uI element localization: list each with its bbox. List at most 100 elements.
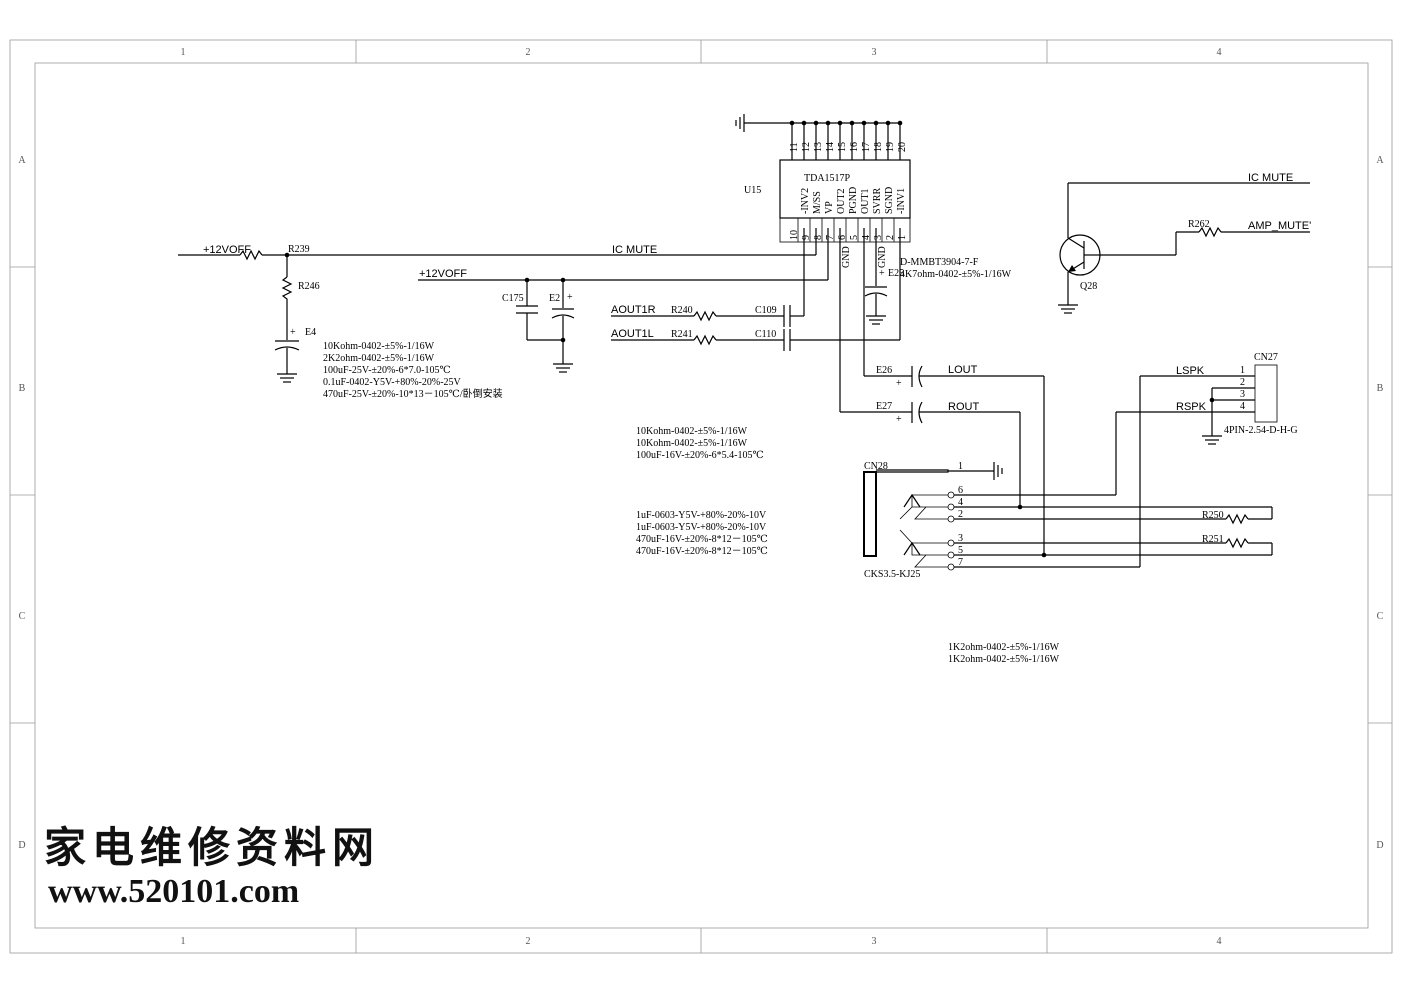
q28-label: Q28 bbox=[1080, 281, 1097, 292]
zone-col-1-bottom: 1 bbox=[181, 936, 186, 947]
ic-output-section: GND GND + E25 E26 + LOUT E27 + ROUT bbox=[839, 228, 1045, 555]
cn27-part: 4PIN-2.54-D-H-G bbox=[1224, 425, 1298, 436]
net-rout: ROUT bbox=[948, 401, 979, 413]
sheet-frame: 1 2 3 4 1 2 3 4 A B C D A B C D bbox=[9, 39, 1393, 954]
zone-row-c-left: C bbox=[19, 611, 26, 622]
note2-line-2: 10Kohm-0402-±5%-1/16W bbox=[636, 438, 748, 449]
r241-label: R241 bbox=[671, 329, 693, 340]
zone-col-2-top: 2 bbox=[526, 47, 531, 58]
u15-top-pin-19: 19 bbox=[885, 142, 896, 152]
u15-top-pin-14: 14 bbox=[825, 142, 836, 152]
c175-label: C175 bbox=[502, 293, 524, 304]
u15-pin-name-1: -INV2 bbox=[800, 188, 811, 214]
zone-col-1-top: 1 bbox=[181, 47, 186, 58]
cn28-pin-6: 6 bbox=[958, 485, 963, 496]
u15-pin-name-3: VP bbox=[824, 201, 835, 214]
note1-line-1: 10Kohm-0402-±5%-1/16W bbox=[323, 341, 435, 352]
note4-line-2: 1K2ohm-0402-±5%-1/16W bbox=[948, 654, 1060, 665]
cn28-label: CN28 bbox=[864, 461, 888, 472]
net-lspk: LSPK bbox=[1176, 365, 1205, 377]
u15-pin-name-6: OUT1 bbox=[860, 188, 871, 214]
e25-plus: + bbox=[879, 268, 885, 279]
e4-plus: + bbox=[290, 327, 296, 338]
r246-label: R246 bbox=[298, 281, 320, 292]
cn28-pin-7: 7 bbox=[958, 557, 963, 568]
net-12voff-a: +12VOFF bbox=[203, 244, 251, 256]
u15-part: TDA1517P bbox=[804, 173, 851, 184]
zone-row-b-left: B bbox=[19, 383, 26, 394]
r239-label: R239 bbox=[288, 244, 310, 255]
cn27-label: CN27 bbox=[1254, 352, 1278, 363]
u15-bottom-pin-10: 10 bbox=[789, 230, 800, 240]
net-ic-mute-b: IC MUTE bbox=[1248, 172, 1293, 184]
note2-line-3: 100uF-16V-±20%-6*5.4-105℃ bbox=[636, 450, 764, 461]
zone-col-4-bottom: 4 bbox=[1217, 936, 1222, 947]
u15-top-pin-18: 18 bbox=[873, 142, 884, 152]
u15-bottom-pin-8: 8 bbox=[813, 235, 824, 240]
cn28-pin-1: 1 bbox=[958, 461, 963, 472]
note-block-4: 1K2ohm-0402-±5%-1/16W 1K2ohm-0402-±5%-1/… bbox=[948, 642, 1060, 665]
zone-row-b-right: B bbox=[1377, 383, 1384, 394]
q28-part: D-MMBT3904-7-F bbox=[900, 257, 979, 268]
u15-bottom-pin-7: 7 bbox=[825, 235, 836, 240]
note3-line-3: 470uF-16V-±20%-8*12－105℃ bbox=[636, 534, 768, 545]
cn28-headphone-jack: CN28 1 6 4 2 3 5 7 R250 R251 bbox=[863, 461, 1273, 580]
u15-bottom-pin-9: 9 bbox=[801, 235, 812, 240]
net-aout1r: AOUT1R bbox=[611, 304, 656, 316]
cn27-pin-3: 3 bbox=[1240, 389, 1245, 400]
e25-label: E25 bbox=[888, 268, 904, 279]
u15-pin-name-7: SVRR bbox=[872, 188, 883, 214]
zone-col-2-bottom: 2 bbox=[526, 936, 531, 947]
u15-bottom-pin-3: 3 bbox=[873, 235, 884, 240]
zone-col-3-top: 3 bbox=[872, 47, 877, 58]
c110-label: C110 bbox=[755, 329, 776, 340]
u15-bottom-pin-6: 6 bbox=[837, 235, 848, 240]
zone-row-c-right: C bbox=[1377, 611, 1384, 622]
r262-label: R262 bbox=[1188, 219, 1210, 230]
watermark-cn: 家电维修资料网 bbox=[44, 823, 380, 872]
e2-plus: + bbox=[567, 292, 573, 303]
net-ic-mute-a: IC MUTE bbox=[612, 244, 657, 256]
u15-pin-name-9: -INV1 bbox=[896, 188, 907, 214]
u15-bottom-pin-1: 1 bbox=[897, 235, 908, 240]
cn27-pin-1: 1 bbox=[1240, 365, 1245, 376]
e2-label: E2 bbox=[549, 293, 560, 304]
note-block-3: 1uF-0603-Y5V-+80%-20%-10V 1uF-0603-Y5V-+… bbox=[636, 510, 768, 557]
e26-plus: + bbox=[896, 378, 902, 389]
note1-line-3: 100uF-25V-±20%-6*7.0-105℃ bbox=[323, 365, 451, 376]
r251-label: R251 bbox=[1202, 534, 1224, 545]
u15-bottom-pin-5: 5 bbox=[849, 235, 860, 240]
net-12voff-b: +12VOFF bbox=[419, 268, 467, 280]
note1-line-2: 2K2ohm-0402-±5%-1/16W bbox=[323, 353, 435, 364]
vp-supply-section: +12VOFF C175 E2 + bbox=[418, 228, 829, 373]
u15-top-pin-13: 13 bbox=[813, 142, 824, 152]
watermark-url: www.520101.com bbox=[48, 873, 299, 910]
cn28-pin-5: 5 bbox=[958, 545, 963, 556]
u15-pin-name-2: M/SS bbox=[812, 191, 823, 214]
audio-input-section: AOUT1R R240 C109 AOUT1L R241 C110 bbox=[611, 228, 901, 351]
cn28-part: CKS3.5-KJ25 bbox=[864, 569, 920, 580]
net-aout1l: AOUT1L bbox=[611, 328, 654, 340]
cn27-speaker-connector: CN27 1 2 3 4 LSPK RSPK 4PIN-2.54-D-H-G bbox=[1115, 352, 1298, 567]
zone-col-4-top: 4 bbox=[1217, 47, 1222, 58]
u15-ref: U15 bbox=[744, 185, 761, 196]
note1-line-5: 470uF-25V-±20%-10*13－105℃/卧倒安装 bbox=[323, 387, 503, 400]
note1-line-4: 0.1uF-0402-Y5V-+80%-20%-25V bbox=[323, 377, 462, 388]
u15-top-pin-12: 12 bbox=[801, 142, 812, 152]
net-amp-mute: AMP_MUTE' bbox=[1248, 220, 1311, 232]
q28-mute-transistor: D-MMBT3904-7-F 4K7ohm-0402-±5%-1/16W IC … bbox=[900, 172, 1311, 314]
note3-line-1: 1uF-0603-Y5V-+80%-20%-10V bbox=[636, 510, 767, 521]
u15-top-pin-16: 16 bbox=[849, 142, 860, 152]
net-gnd-b: GND bbox=[877, 246, 888, 268]
u15-top-pin-17: 17 bbox=[861, 142, 872, 152]
net-rspk: RSPK bbox=[1176, 401, 1207, 413]
note-block-2: 10Kohm-0402-±5%-1/16W 10Kohm-0402-±5%-1/… bbox=[636, 426, 764, 461]
u15-top-pin-15: 15 bbox=[837, 142, 848, 152]
cn28-pin-3: 3 bbox=[958, 533, 963, 544]
e27-plus: + bbox=[896, 414, 902, 425]
cn27-pin-2: 2 bbox=[1240, 377, 1245, 388]
